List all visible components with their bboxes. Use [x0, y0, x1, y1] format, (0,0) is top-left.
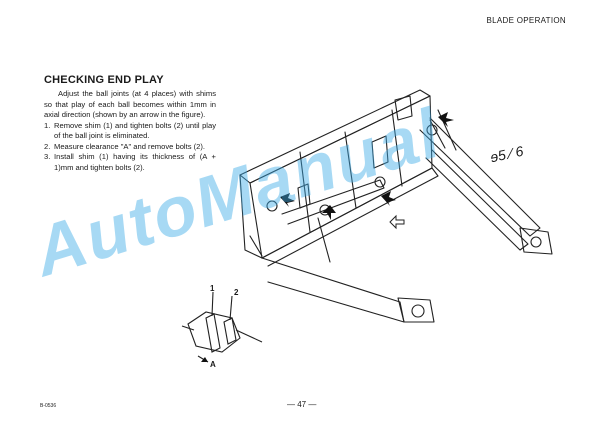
push-arm-left-end: [397, 297, 435, 323]
intro-paragraph: Adjust the ball joints (at 4 places) wit…: [44, 89, 216, 119]
steps-list: 1.Remove shim (1) and tighten bolts (2) …: [44, 121, 216, 174]
step-item: 1.Remove shim (1) and tighten bolts (2) …: [44, 121, 216, 142]
ball-joint: [426, 124, 438, 136]
trunnion-right: [530, 236, 542, 248]
push-arm-right-end: [519, 227, 553, 255]
document-code: B-0536: [40, 403, 57, 409]
step-item: 3.Install shim (1) having its thickness …: [44, 152, 216, 173]
detail-shim: [205, 313, 221, 353]
arrow-indicator: [438, 112, 454, 127]
clearance-arrowhead: [201, 357, 208, 362]
arrow-indicator: [322, 205, 336, 220]
blade-rib: [391, 109, 403, 187]
blade-top-guard: [394, 95, 413, 121]
arrow-outline: [389, 214, 405, 230]
step-number: 1.: [44, 120, 51, 130]
blade-face: [249, 95, 433, 259]
push-arm-left: [261, 257, 405, 323]
step-item: 2.Measure clearance "A" and remove bolts…: [44, 142, 216, 153]
callout-label: A: [210, 360, 216, 369]
ball-joint: [266, 200, 278, 212]
blade-rib: [344, 131, 357, 209]
step-text: Remove shim (1) and tighten bolts (2) un…: [54, 120, 216, 141]
detail-housing: [187, 311, 241, 353]
step-text: Measure clearance "A" and remove bolts (…: [54, 141, 206, 151]
callout-label: 2: [234, 288, 239, 297]
callout-label: 1: [210, 284, 215, 293]
section-header: BLADE OPERATION: [486, 16, 566, 25]
detail-rod: [235, 329, 263, 343]
page-number: — 47 —: [287, 400, 317, 409]
blade-left-end: [239, 174, 263, 259]
step-number: 3.: [44, 152, 51, 161]
push-arm-right-lower: [425, 149, 529, 251]
push-arm-right: [419, 117, 541, 237]
brace-arm: [317, 217, 331, 263]
blade-top-edge: [239, 89, 431, 184]
step-number: 2.: [44, 141, 51, 151]
trunnion-left: [411, 304, 425, 318]
arrow-indicator: [381, 191, 396, 206]
detail-rod: [181, 325, 195, 331]
ball-joint: [374, 176, 386, 188]
bracket-slot: [371, 135, 389, 169]
detail-leader: [211, 291, 214, 317]
blade-rib: [299, 151, 311, 233]
section-heading: CHECKING END PLAY: [44, 74, 164, 86]
instructions-body: Adjust the ball joints (at 4 places) wit…: [44, 89, 216, 173]
push-arm-left-lower: [249, 235, 263, 257]
brace-arm: [281, 179, 385, 225]
detail-bolt: [223, 317, 237, 345]
ball-joint-detail: [181, 291, 263, 363]
arrow-indicator: [280, 193, 295, 207]
detail-leader: [229, 295, 233, 321]
blade-lower-edge: [261, 167, 439, 267]
step-text: Install shim (1) having its thickness of…: [54, 152, 216, 172]
